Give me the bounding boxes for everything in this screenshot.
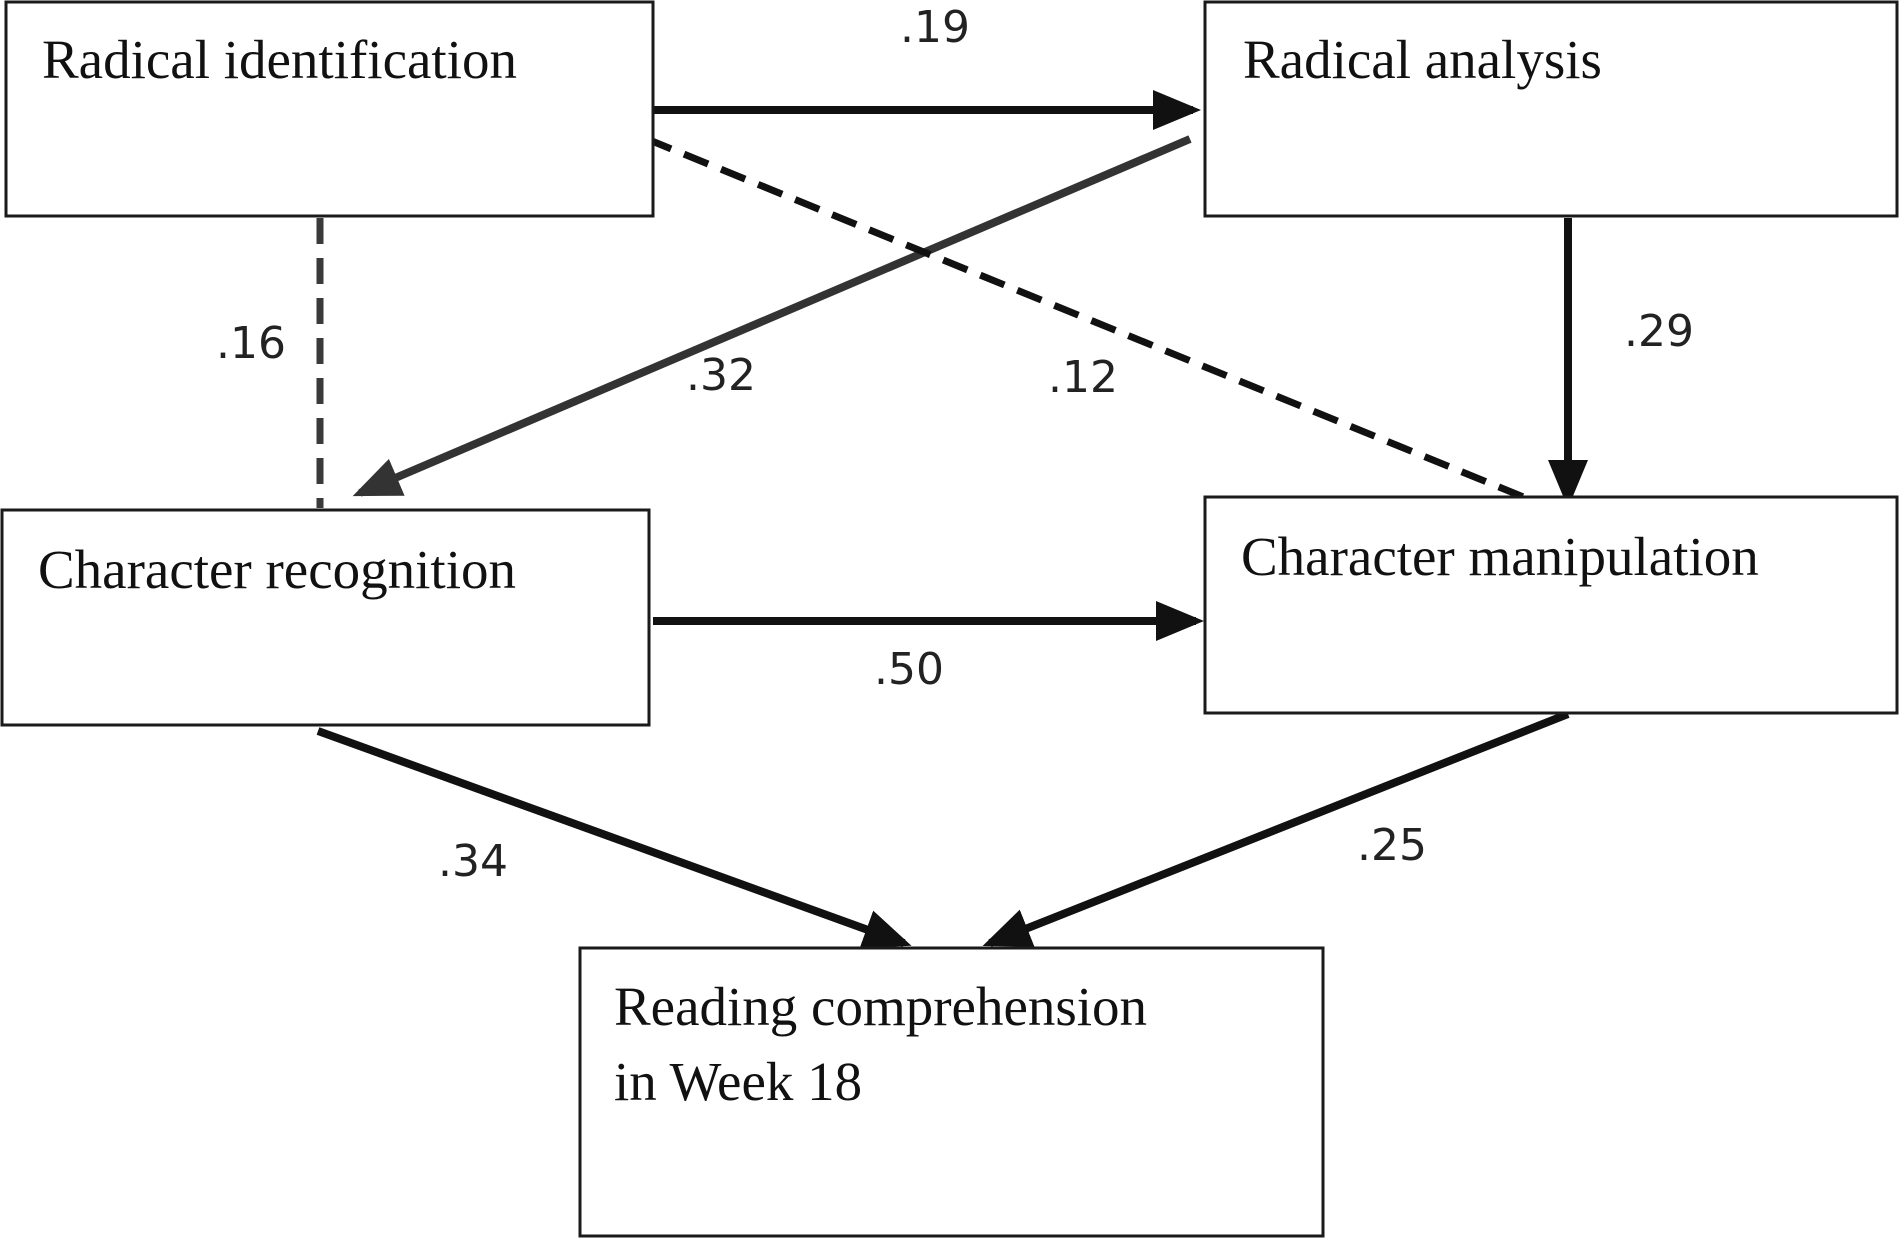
node-radical-identification-label: Radical identification [42,29,517,90]
coefficient-label-radical-analysis-to-character-manipulation: .29 [1624,306,1694,357]
coefficient-label-radical-identification-to-character-recognition: .16 [216,318,286,369]
node-radical-analysis: Radical analysis [1203,0,1899,218]
node-radical-identification-box [4,0,655,218]
coefficient-label-character-recognition-to-reading-comprehension: .34 [438,836,508,887]
node-character-recognition-box [0,508,651,727]
node-character-manipulation-label: Character manipulation [1241,526,1759,587]
node-radical-analysis-box [1203,0,1899,218]
coefficient-label-character-manipulation-to-reading-comprehension: .25 [1357,820,1427,871]
coefficient-label-radical-analysis-to-character-recognition: .32 [686,350,756,401]
path-character-recognition-to-reading-comprehension [316,727,912,949]
node-character-manipulation-box [1203,495,1899,715]
path-character-manipulation-to-reading-comprehension [982,710,1570,947]
node-character-recognition: Character recognition [0,508,651,727]
node-reading-comprehension-label-line-1: Reading comprehension [614,976,1147,1037]
node-reading-comprehension: Reading comprehension in Week 18 [578,946,1325,1238]
node-reading-comprehension-label-line-2: in Week 18 [614,1051,862,1112]
node-character-recognition-label: Character recognition [38,539,516,600]
coefficient-label-radical-identification-to-radical-analysis: .19 [900,2,970,53]
coefficient-label-radical-identification-to-character-manipulation: .12 [1048,352,1118,403]
node-radical-analysis-label: Radical analysis [1243,29,1602,90]
node-reading-comprehension-box [578,946,1325,1238]
coefficient-label-character-recognition-to-character-manipulation: .50 [874,644,944,695]
node-radical-identification: Radical identification [4,0,655,218]
node-character-manipulation: Character manipulation [1203,495,1899,715]
path-radical-analysis-to-character-recognition [352,135,1192,497]
